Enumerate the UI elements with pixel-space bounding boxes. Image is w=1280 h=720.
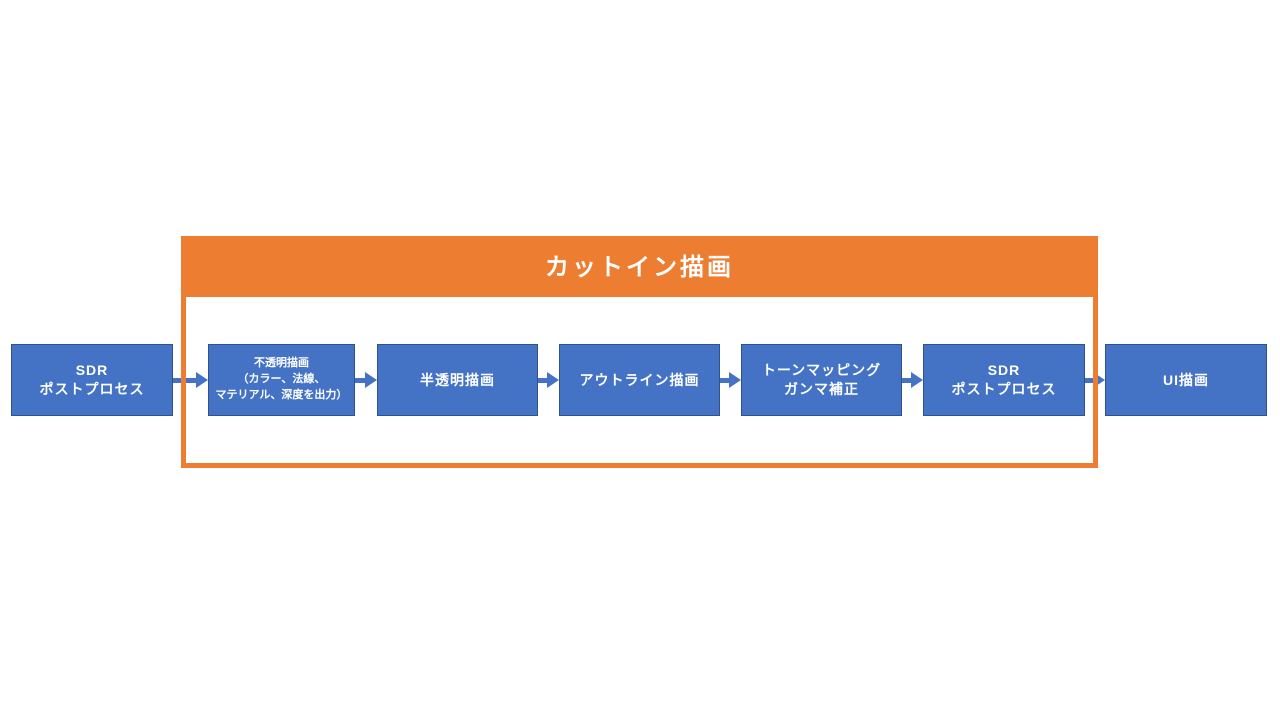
node-label-line: UI描画: [1163, 371, 1209, 388]
flow-arrow: [720, 372, 741, 388]
arrow-right-icon: [911, 372, 923, 388]
arrow-right-icon: [729, 372, 741, 388]
flow-arrow: [538, 372, 559, 388]
group-header-label: カットイン描画: [545, 253, 734, 281]
arrow-shaft: [538, 377, 547, 383]
flow-node-tonemap-gamma: トーンマッピング ガンマ補正: [741, 344, 902, 416]
arrow-shaft: [1085, 377, 1093, 383]
arrow-right-icon: [196, 372, 208, 388]
flow-node-sdr-postprocess-right: SDR ポストプロセス: [923, 344, 1085, 416]
node-label-line: 半透明描画: [420, 371, 495, 388]
node-label-line: ガンマ補正: [784, 381, 859, 397]
node-label-line: アウトライン描画: [579, 371, 700, 388]
flow-arrow: [173, 372, 208, 388]
arrow-right-icon: [365, 372, 377, 388]
arrow-right-icon: [547, 372, 559, 388]
arrow-shaft: [173, 377, 196, 383]
flow-node-ui-pass: UI描画: [1105, 344, 1267, 416]
flow-arrow: [1085, 372, 1105, 388]
node-label-line: 不透明描画: [254, 357, 309, 370]
group-header-cutin: カットイン描画: [181, 236, 1098, 292]
node-label-line: （カラー、法線、: [237, 373, 326, 386]
flow-node-outline-pass: アウトライン描画: [559, 344, 720, 416]
arrow-right-icon: [1093, 372, 1105, 388]
node-label-line: SDR: [987, 362, 1021, 379]
node-label-line: マテリアル、深度を出力）: [215, 388, 348, 401]
node-label-line: トーンマッピング: [761, 362, 882, 379]
arrow-shaft: [355, 377, 365, 383]
node-label-line: SDR: [75, 362, 109, 379]
flow-node-sdr-postprocess-left: SDR ポストプロセス: [11, 344, 173, 416]
flow-node-translucent-pass: 半透明描画: [377, 344, 538, 416]
flow-arrow: [902, 372, 923, 388]
node-label-line: ポストプロセス: [951, 381, 1057, 397]
arrow-shaft: [720, 377, 729, 383]
flow-arrow: [355, 372, 377, 388]
arrow-shaft: [902, 377, 911, 383]
flow-node-opaque-pass: 不透明描画 （カラー、法線、 マテリアル、深度を出力）: [208, 344, 355, 416]
node-label-line: ポストプロセス: [39, 381, 145, 397]
